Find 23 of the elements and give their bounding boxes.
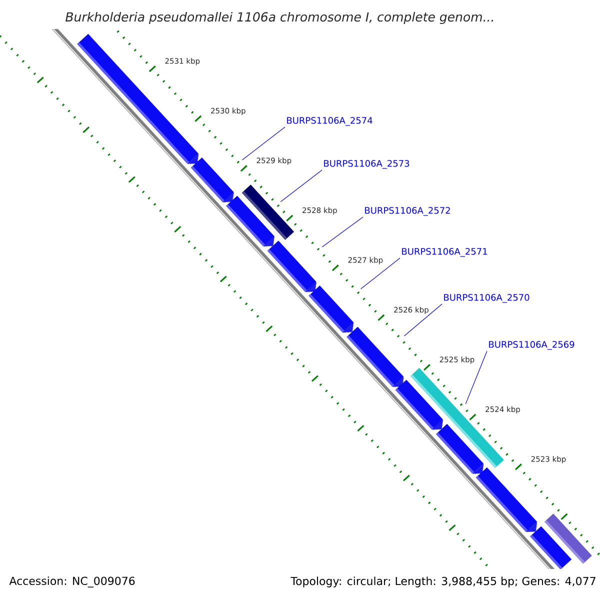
genome-info-text: Topology: circular; Length: 3,988,455 bp; Genes: 4,077 xyxy=(290,576,596,588)
gene-bar xyxy=(242,184,294,240)
gene-label: BURPS1106A_2573 xyxy=(324,160,410,169)
leader-line xyxy=(404,304,442,336)
accession-text: Accession: NC_009076 xyxy=(9,576,135,588)
gene-label: BURPS1106A_2572 xyxy=(365,207,450,216)
gene-feature xyxy=(267,240,317,292)
gene-feature xyxy=(77,34,199,164)
gene-bar xyxy=(544,514,592,564)
gene-label: BURPS1106A_2569 xyxy=(489,341,574,350)
gene-bar xyxy=(410,368,504,468)
leader-line xyxy=(242,126,286,160)
leader-line xyxy=(465,350,488,404)
gene-feature xyxy=(476,467,538,532)
leader-line xyxy=(322,216,364,248)
gene-feature xyxy=(308,286,354,333)
gene-feature xyxy=(346,326,404,388)
gene-label: BURPS1106A_2570 xyxy=(444,294,530,303)
gene-label: BURPS1106A_2571 xyxy=(402,248,487,257)
gene-label: BURPS1106A_2574 xyxy=(287,117,372,126)
leader-line xyxy=(280,170,322,202)
title: Burkholderia pseudomallei 1106a chromosome I, complete genom... xyxy=(66,12,494,24)
gene-feature xyxy=(190,157,234,203)
